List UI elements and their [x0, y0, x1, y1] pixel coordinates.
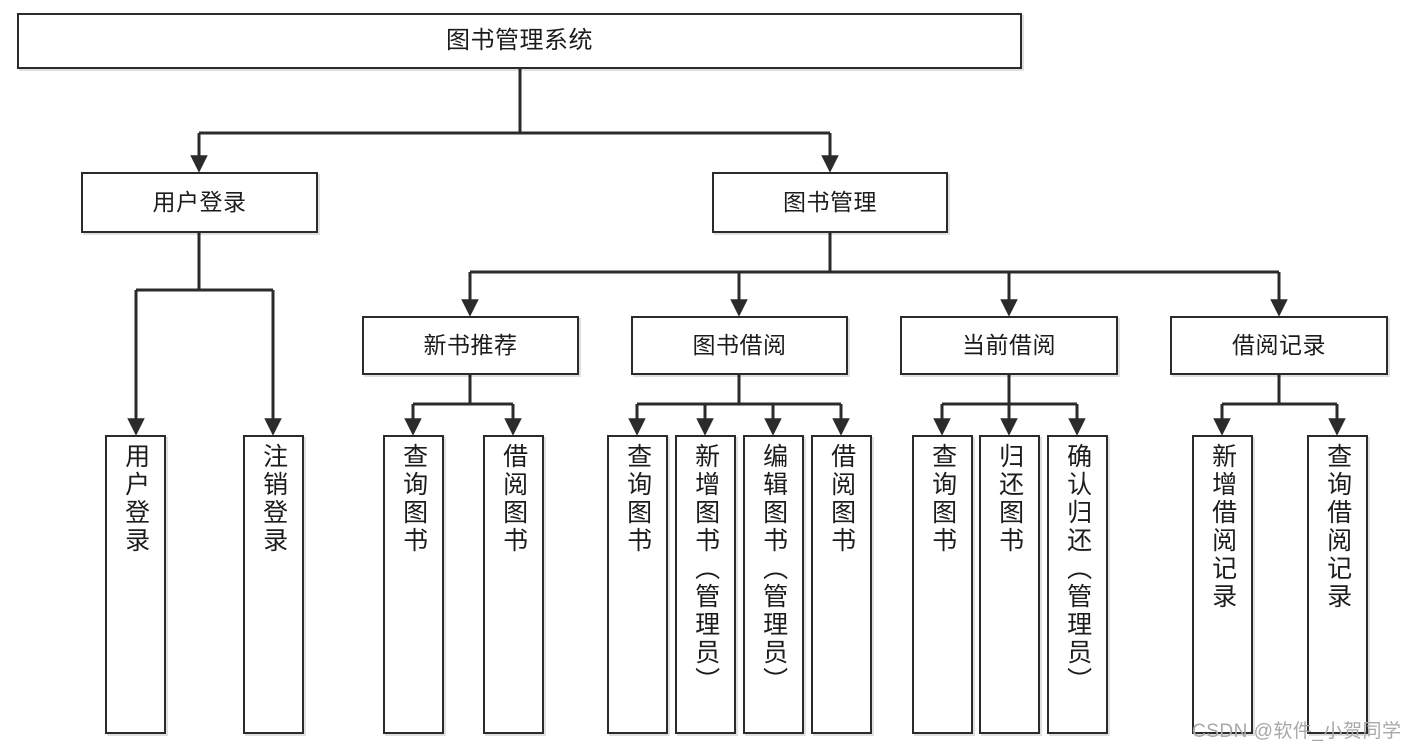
node-leaf-borrow-book-newbook[interactable]: 借阅图书	[483, 435, 544, 734]
node-label: 确认归还（管理员）	[1063, 443, 1092, 695]
node-leaf-edit-book-admin[interactable]: 编辑图书（管理员）	[743, 435, 804, 734]
edge-newbook-to-leaves	[404, 375, 522, 436]
csdn-watermark: CSDN @软件_小贺同学	[1192, 721, 1402, 742]
node-label: 新书推荐	[423, 331, 518, 358]
node-leaf-user-login[interactable]: 用户登录	[105, 435, 166, 734]
edge-borrowrecord-to-leaves	[1213, 375, 1346, 436]
node-label: 新增借阅记录	[1208, 443, 1237, 611]
node-new-book-recommend[interactable]: 新书推荐	[362, 316, 579, 375]
node-label: 归还图书	[995, 443, 1024, 555]
node-leaf-logout[interactable]: 注销登录	[243, 435, 304, 734]
node-label: 注销登录	[259, 443, 288, 555]
node-leaf-borrow-book[interactable]: 借阅图书	[811, 435, 872, 734]
node-current-borrow[interactable]: 当前借阅	[900, 316, 1118, 375]
node-book-borrow[interactable]: 图书借阅	[631, 316, 848, 375]
node-leaf-return-book[interactable]: 归还图书	[979, 435, 1040, 734]
node-leaf-query-borrow-record[interactable]: 查询借阅记录	[1307, 435, 1368, 734]
node-leaf-query-book-borrow[interactable]: 查询图书	[607, 435, 668, 734]
node-label: 新增图书（管理员）	[691, 443, 720, 695]
node-label: 借阅图书	[827, 443, 856, 555]
node-leaf-query-book-newbook[interactable]: 查询图书	[383, 435, 444, 734]
node-leaf-confirm-return-admin[interactable]: 确认归还（管理员）	[1047, 435, 1108, 734]
node-label: 用户登录	[152, 188, 247, 215]
node-label: 当前借阅	[962, 331, 1056, 358]
node-leaf-add-borrow-record[interactable]: 新增借阅记录	[1192, 435, 1253, 734]
node-root-book-management-system[interactable]: 图书管理系统	[17, 13, 1022, 69]
node-leaf-query-book-current[interactable]: 查询图书	[912, 435, 973, 734]
node-label: 查询图书	[399, 443, 428, 555]
edge-root-to-level2	[190, 69, 839, 173]
node-label: 借阅记录	[1232, 331, 1326, 358]
node-label: 查询图书	[928, 443, 957, 555]
node-label: 图书管理	[783, 188, 877, 215]
node-borrow-record[interactable]: 借阅记录	[1170, 316, 1388, 375]
node-label: 查询图书	[623, 443, 652, 555]
node-label: 编辑图书（管理员）	[759, 443, 788, 695]
edge-userlogin-to-leaves	[127, 233, 282, 436]
node-user-login[interactable]: 用户登录	[81, 172, 318, 233]
edge-bookborrow-to-leaves	[628, 375, 850, 436]
node-leaf-add-book-admin[interactable]: 新增图书（管理员）	[675, 435, 736, 734]
node-label: 用户登录	[121, 443, 150, 555]
node-label: 查询借阅记录	[1323, 443, 1352, 611]
node-label: 借阅图书	[499, 443, 528, 555]
node-book-management[interactable]: 图书管理	[712, 172, 948, 233]
node-label: 图书管理系统	[446, 26, 593, 54]
edge-bookmgmt-to-level3	[461, 233, 1288, 317]
edge-currentborrow-to-leaves	[933, 375, 1086, 436]
node-label: 图书借阅	[692, 331, 787, 358]
